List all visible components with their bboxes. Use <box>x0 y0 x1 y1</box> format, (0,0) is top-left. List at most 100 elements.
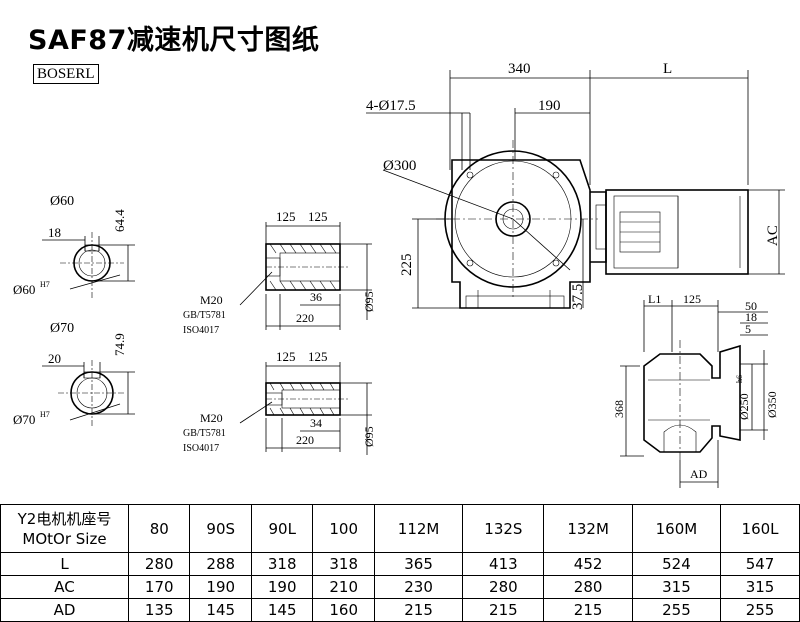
value-cell: 170 <box>127 575 191 599</box>
size-cell: 80 <box>127 504 191 553</box>
adapter <box>590 191 607 263</box>
drawing-title: SAF87减速机尺寸图纸 <box>28 25 320 56</box>
hollow-top-d36: 36 <box>310 290 322 304</box>
main-flange-label: Ø300 <box>383 158 416 174</box>
value-cell: 315 <box>631 575 722 599</box>
side-l1: L1 <box>648 292 661 306</box>
hollow-bottom-std1: GB/T5781 <box>183 428 226 439</box>
value-cell: 280 <box>462 575 545 599</box>
value-cell: 215 <box>462 598 545 622</box>
row-label: AC <box>0 575 129 599</box>
row-label: AD <box>0 598 129 622</box>
size-cell: 100 <box>312 504 375 553</box>
motor-size-table: Y2电机机座号 MOtOr Size 80 90S 90L 100 112M 1… <box>0 504 800 622</box>
value-cell: 190 <box>250 575 314 599</box>
hollow-bottom-w1: 125 <box>276 349 296 364</box>
size-cell: 112M <box>373 504 464 553</box>
hollow-top-dia: Ø95 <box>362 291 376 312</box>
hollow-bottom-dia: Ø95 <box>362 426 376 447</box>
size-cell: 160L <box>720 504 800 553</box>
size-cell: 90L <box>250 504 314 553</box>
main-dL: L <box>663 61 672 77</box>
shaft-section-70: Ø70 20 74.9 Ø70 H7 <box>13 321 135 428</box>
size-cell: 90S <box>189 504 252 553</box>
hollow-top-w1: 125 <box>276 209 296 224</box>
hollow-bottom-std2: ISO4017 <box>183 443 219 454</box>
side-ad: AD <box>690 467 708 481</box>
size-cell: 160M <box>631 504 722 553</box>
main-h225: 225 <box>399 254 415 277</box>
value-cell: 230 <box>373 575 464 599</box>
size-cell: 132S <box>462 504 545 553</box>
shaft60-dia-label: Ø60 <box>50 194 74 209</box>
gearbox-housing <box>451 159 591 309</box>
table-header-label: Y2电机机座号 MOtOr Size <box>0 504 129 553</box>
hollow-bottom-w2: 125 <box>308 349 328 364</box>
value-cell: 413 <box>462 552 545 576</box>
value-cell: 318 <box>250 552 314 576</box>
value-cell: 365 <box>373 552 464 576</box>
hollow-top-d220: 220 <box>296 311 314 325</box>
main-h375: 37.5 <box>570 284 586 310</box>
side-h368: 368 <box>612 400 626 418</box>
shaft60-bore-tol: H7 <box>40 280 50 289</box>
value-cell: 524 <box>631 552 722 576</box>
value-cell: 135 <box>127 598 191 622</box>
hollow-top-std1: GB/T5781 <box>183 310 226 321</box>
hollow-bottom-d34: 34 <box>310 416 322 430</box>
table-header-row: Y2电机机座号 MOtOr Size 80 90S 90L 100 112M 1… <box>0 504 800 553</box>
gearbox-side-view: L1 125 50 18 5 368 Ø250 h6 Ø350 AD <box>612 292 779 488</box>
header-line-2: MOtOr Size <box>22 529 107 548</box>
value-cell: 145 <box>189 598 252 622</box>
value-cell: 215 <box>543 598 633 622</box>
shaft70-key-label: 20 <box>48 351 61 366</box>
value-cell: 288 <box>189 552 252 576</box>
shaft60-bore-label: Ø60 <box>13 282 35 297</box>
table-row-L: L 280 288 318 318 365 413 452 524 547 <box>0 552 800 576</box>
table-row-AD: AD 135 145 145 160 215 215 215 255 255 <box>0 598 800 622</box>
size-cell: 132M <box>543 504 633 553</box>
brand-logo: BOSERL <box>33 64 99 84</box>
main-holes: 4-Ø17.5 <box>366 98 416 114</box>
hollow-top-thread: M20 <box>200 293 223 307</box>
side-housing <box>643 344 741 453</box>
side-d5: 5 <box>745 322 751 336</box>
value-cell: 215 <box>373 598 464 622</box>
hollow-shaft-top: 125 125 Ø95 36 220 M20 GB/T578 <box>183 209 376 336</box>
side-spigot: Ø250 <box>737 393 751 420</box>
value-cell: 280 <box>543 575 633 599</box>
value-cell: 160 <box>312 598 375 622</box>
value-cell: 315 <box>720 575 800 599</box>
value-cell: 190 <box>189 575 252 599</box>
side-spigot-tol: h6 <box>735 375 744 383</box>
hollow-top-w2: 125 <box>308 209 328 224</box>
value-cell: 255 <box>631 598 722 622</box>
value-cell: 318 <box>312 552 375 576</box>
main-ac: AC <box>765 225 781 246</box>
shaft70-bore-tol: H7 <box>40 410 50 419</box>
row-label: L <box>0 552 129 576</box>
main-d340: 340 <box>508 61 531 77</box>
value-cell: 255 <box>720 598 800 622</box>
value-cell: 547 <box>720 552 800 576</box>
header-line-1: Y2电机机座号 <box>17 509 112 528</box>
main-d190: 190 <box>538 98 561 114</box>
side-flange-dia: Ø350 <box>765 391 779 418</box>
shaft70-bore-label: Ø70 <box>13 412 35 427</box>
side-d18: 18 <box>745 310 757 324</box>
hollow-top-std2: ISO4017 <box>183 325 219 336</box>
motor-body <box>605 189 749 275</box>
side-d125: 125 <box>683 292 701 306</box>
shaft-section-60: Ø60 18 64.4 Ø60 H7 <box>13 194 135 298</box>
shaft70-dia-label: Ø70 <box>50 321 74 336</box>
value-cell: 280 <box>127 552 191 576</box>
shaft70-height-label: 74.9 <box>112 333 127 356</box>
hollow-shaft-bottom: 125 125 Ø95 34 220 M20 GB/T578 <box>183 349 376 455</box>
value-cell: 210 <box>312 575 375 599</box>
side-d50: 50 <box>745 299 757 313</box>
value-cell: 452 <box>543 552 633 576</box>
gearbox-main-view: 340 L 190 4-Ø17.5 Ø300 225 37.5 <box>366 61 785 310</box>
technical-drawing: Ø60 18 64.4 Ø60 H7 Ø70 20 74.9 <box>13 61 785 488</box>
hollow-bottom-d220: 220 <box>296 433 314 447</box>
shaft60-height-label: 64.4 <box>112 209 127 232</box>
